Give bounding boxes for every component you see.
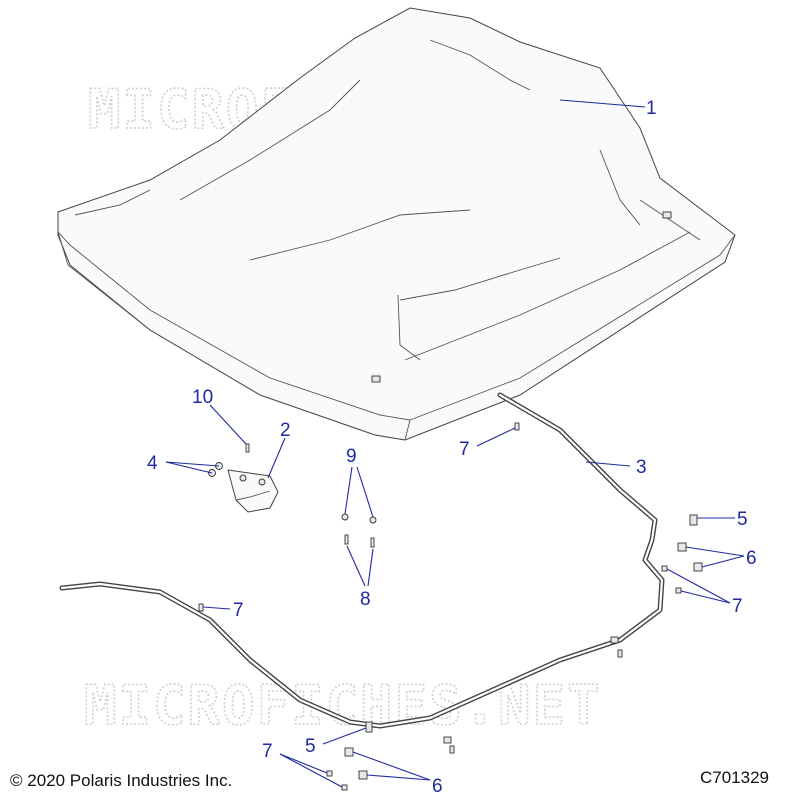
callout-labels: 1 10 2 4 7 3 9 8 5 6 7 7 5 7 6: [147, 98, 757, 797]
callout-7-top: 7: [459, 439, 470, 460]
callout-4: 4: [147, 453, 158, 474]
copyright-text: © 2020 Polaris Industries Inc.: [10, 771, 232, 790]
callout-6-bottom: 6: [432, 776, 443, 797]
watermark-bottom: MICROFICHES.NET: [84, 674, 602, 737]
bracket: [227, 469, 279, 513]
seal-strip: [59, 392, 665, 729]
callout-3: 3: [636, 457, 647, 478]
callout-7-bottom: 7: [262, 741, 273, 762]
callout-7-left: 7: [233, 600, 244, 621]
leader-lines: [165, 99, 745, 788]
callout-1: 1: [646, 98, 657, 119]
callout-6-right: 6: [746, 548, 757, 569]
callout-9: 9: [346, 446, 357, 467]
callout-7-right: 7: [732, 596, 743, 617]
callout-10: 10: [192, 387, 213, 408]
callout-2: 2: [280, 420, 291, 441]
roof-panel: [57, 7, 736, 441]
callout-5-right: 5: [737, 509, 748, 530]
callout-8: 8: [360, 589, 371, 610]
callout-5-bottom: 5: [305, 736, 316, 757]
diagram-code: C701329: [700, 768, 769, 787]
